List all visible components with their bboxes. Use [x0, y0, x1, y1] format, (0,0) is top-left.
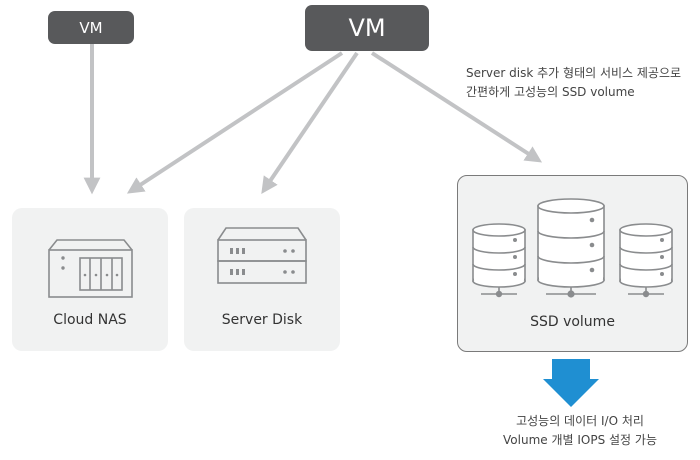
ssd-description-line-1: Server disk 추가 형태의 서비스 제공으로	[466, 66, 682, 80]
vm-center-label: VM	[348, 14, 386, 42]
server-disk-label: Server Disk	[221, 312, 303, 328]
ssd-volume-card: SSD volume	[457, 175, 688, 352]
vm-box-center: VM	[305, 5, 429, 51]
vm-box-left: VM	[48, 11, 134, 44]
iops-description-line-2: Volume 개별 IOPS 설정 가능	[503, 433, 657, 447]
ssd-volume-label: SSD volume	[530, 314, 615, 330]
ssd-database-group	[472, 198, 673, 298]
ssd-description-line-2: 간편하게 고성능의 SSD volume	[466, 85, 635, 99]
database-icon-left	[472, 223, 526, 295]
connector-vm-to-nas	[126, 51, 344, 194]
cloud-nas-label: Cloud NAS	[53, 312, 127, 328]
database-icon-center	[537, 198, 605, 295]
vm-left-label: VM	[79, 18, 103, 37]
server-disk-icon	[217, 227, 307, 284]
nas-device-icon	[48, 239, 133, 298]
iops-description: 고성능의 데이터 I/O 처리 Volume 개별 IOPS 설정 가능	[460, 412, 700, 450]
ssd-description: Server disk 추가 형태의 서비스 제공으로 간편하게 고성능의 SS…	[466, 64, 696, 102]
cloud-nas-card: Cloud NAS	[12, 208, 168, 351]
iops-description-line-1: 고성능의 데이터 I/O 처리	[516, 414, 644, 428]
down-arrow-icon	[543, 359, 599, 407]
server-disk-card: Server Disk	[184, 208, 340, 351]
connector-vm-to-server-disk	[261, 51, 359, 194]
connector-vm-to-ssd	[370, 51, 543, 163]
database-icon-right	[619, 223, 673, 295]
